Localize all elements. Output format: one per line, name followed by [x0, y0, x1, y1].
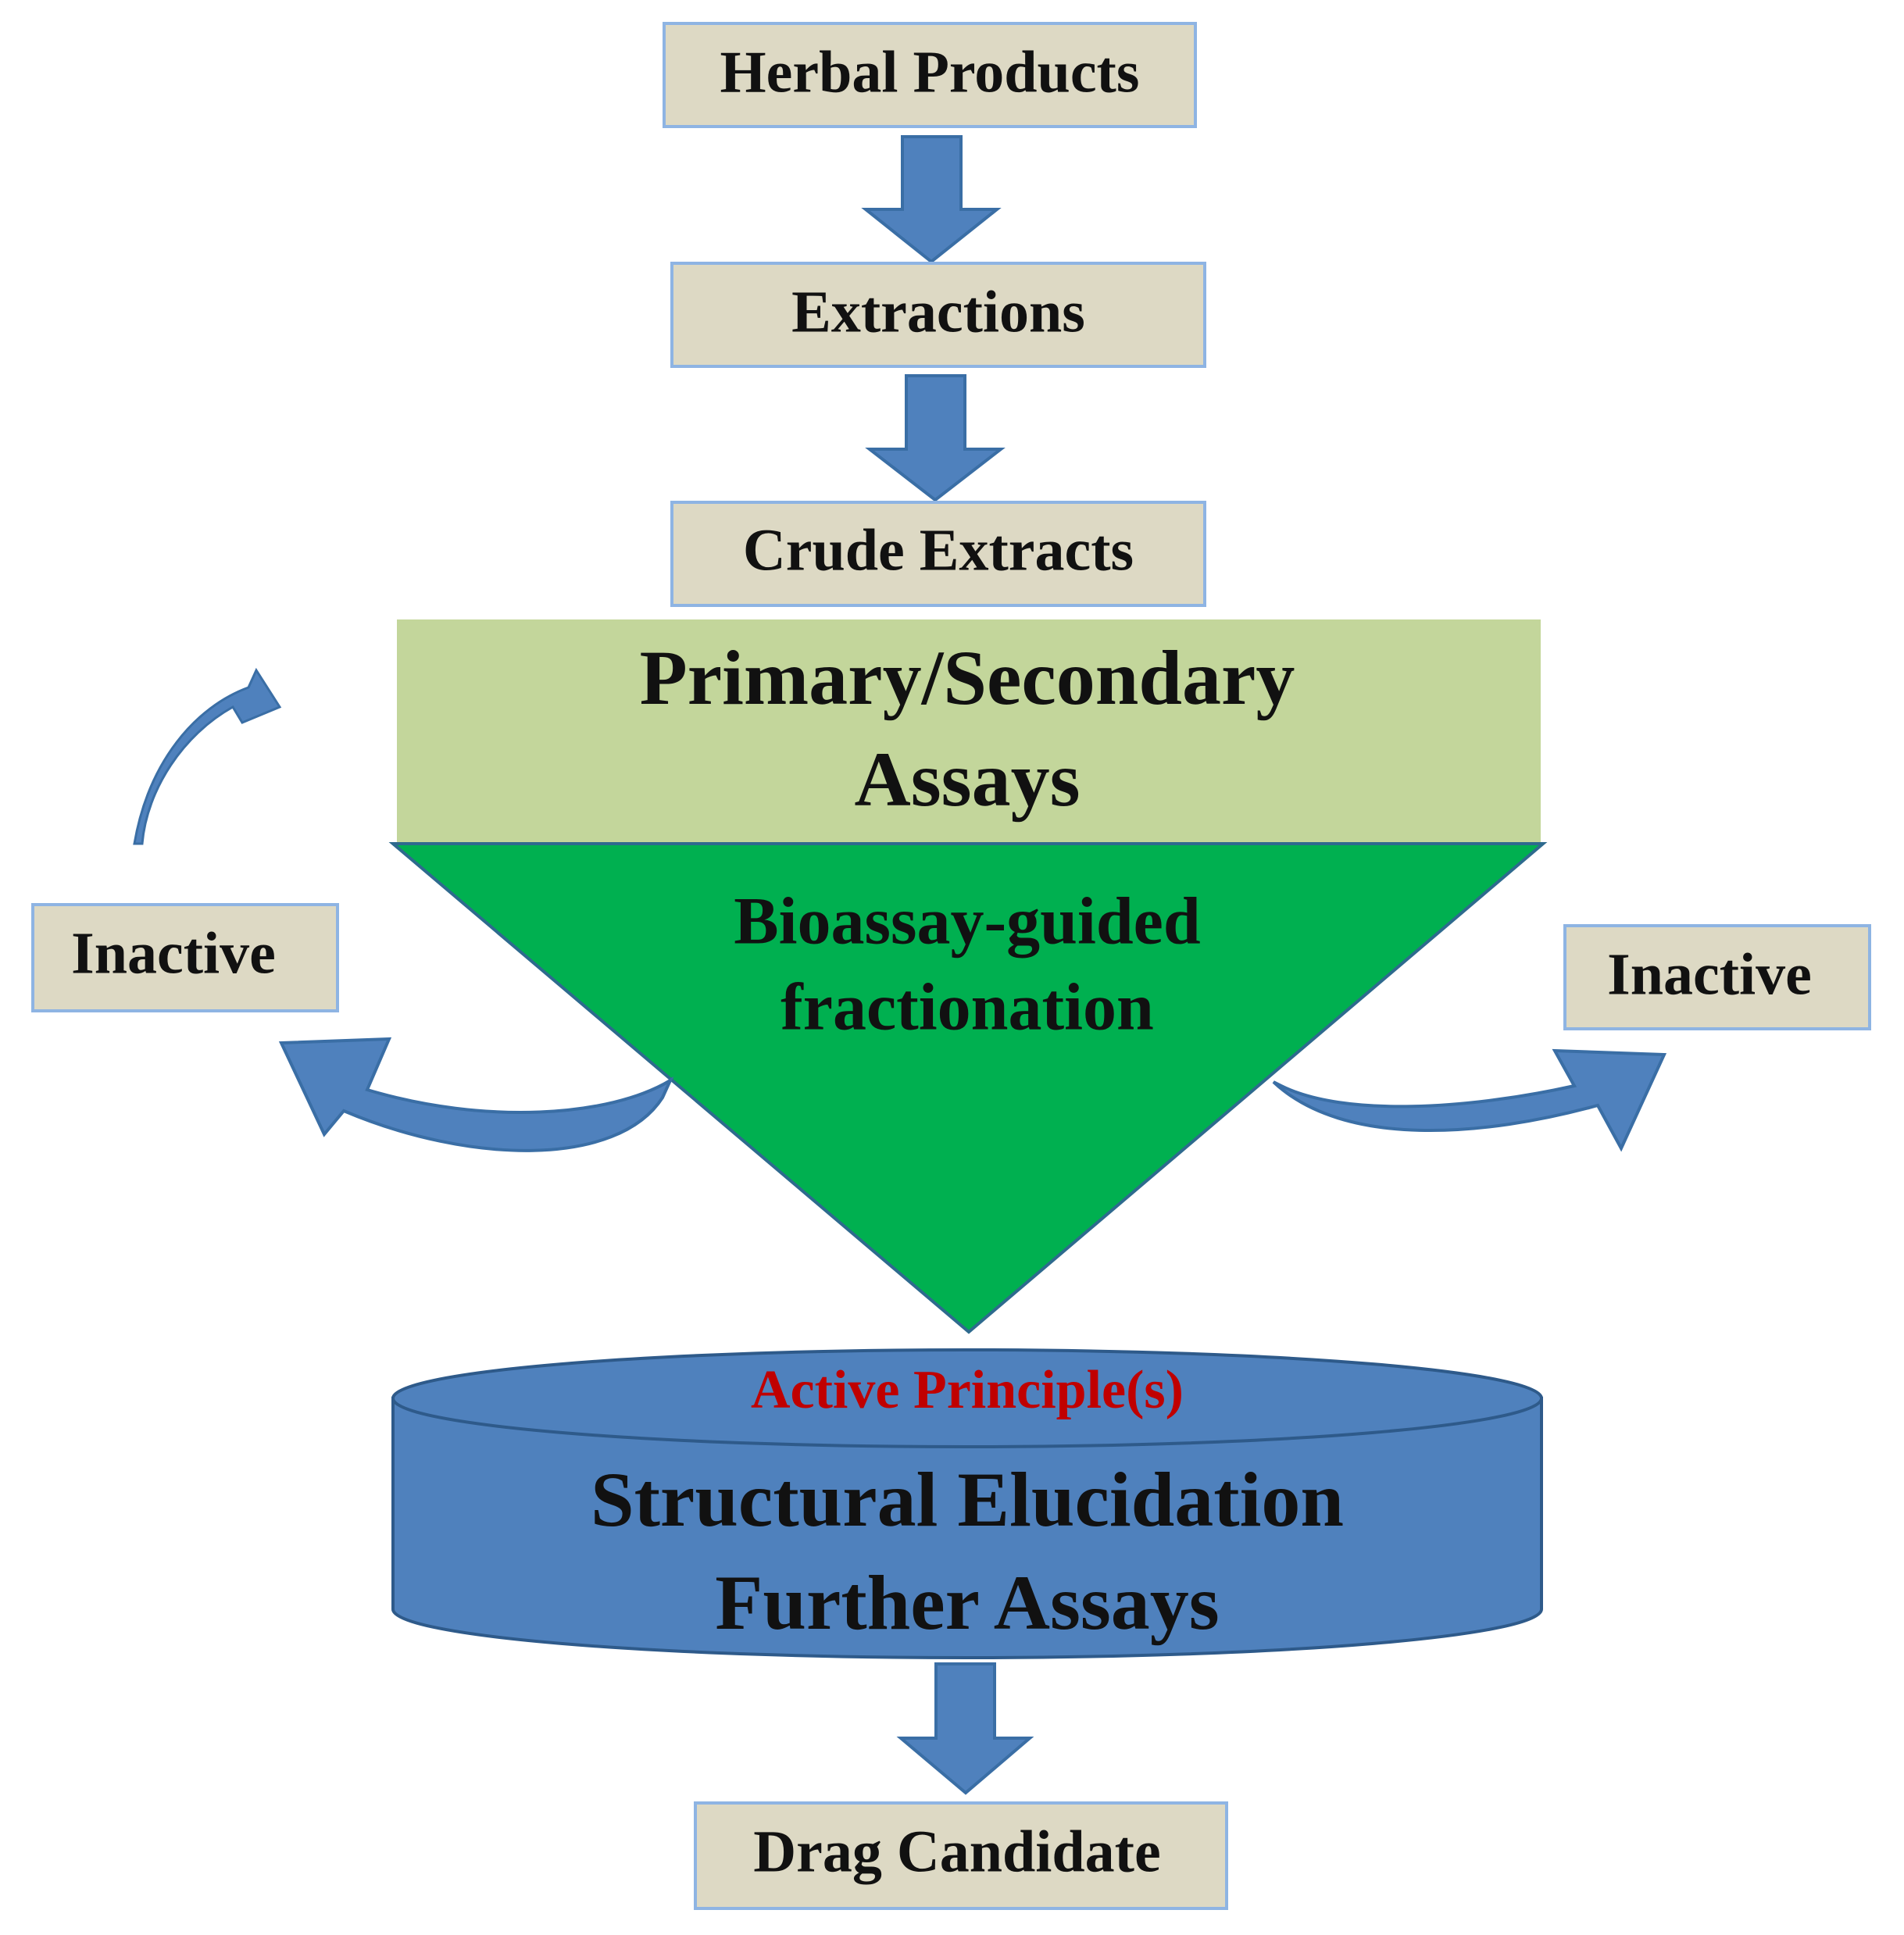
extractions-box: Extractions — [670, 262, 1206, 368]
down-arrow-2 — [865, 374, 1006, 502]
assays-line-1: Primary/Secondary — [640, 634, 1295, 721]
right-curved-arrow — [1272, 1048, 1667, 1152]
extractions-label: Extractions — [791, 279, 1085, 345]
herbal-products-box: Herbal Products — [663, 22, 1197, 128]
active-principles-cylinder: Active Principle(s) Structural Elucidati… — [391, 1348, 1543, 1659]
crude-extracts-box: Crude Extracts — [670, 501, 1206, 607]
herbal-products-label: Herbal Products — [720, 39, 1140, 105]
fractionation-funnel: Bioassay-guided fractionation — [388, 842, 1548, 1334]
left-curved-arrow — [278, 1037, 674, 1152]
primary-secondary-assays-block: Primary/Secondary Assays — [397, 619, 1541, 842]
down-arrow-1 — [861, 135, 1002, 264]
further-assays-label: Further Assays — [715, 1559, 1219, 1646]
inactive-right-label: Inactive — [1607, 941, 1812, 1007]
funnel-line-1: Bioassay-guided — [734, 884, 1200, 959]
inactive-left-label: Inactive — [71, 920, 276, 986]
inactive-left-box: Inactive — [31, 903, 339, 1012]
assays-line-2: Assays — [855, 736, 1081, 823]
drug-candidate-box: Drag Candidate — [694, 1801, 1228, 1910]
small-recycle-arrow — [133, 667, 282, 845]
funnel-line-2: fractionation — [781, 969, 1154, 1044]
drug-candidate-label: Drag Candidate — [753, 1819, 1160, 1884]
inactive-right-box: Inactive — [1563, 924, 1871, 1030]
down-arrow-3 — [896, 1662, 1034, 1795]
crude-extracts-label: Crude Extracts — [743, 517, 1134, 583]
structural-elucidation-label: Structural Elucidation — [591, 1456, 1344, 1543]
active-principles-label: Active Principle(s) — [751, 1360, 1184, 1420]
